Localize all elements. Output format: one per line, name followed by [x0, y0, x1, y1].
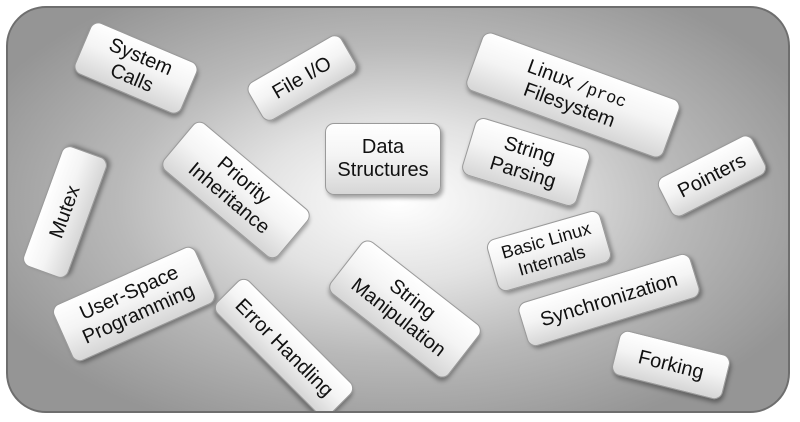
tag-synchronization-label: Synchronization [537, 268, 681, 331]
tag-priority-inheritance: Priority Inheritance [158, 118, 314, 262]
tag-error-handling-label: Error Handling [230, 294, 338, 402]
tag-system-calls-label: System Calls [105, 33, 176, 97]
tag-linux-proc-label: Linux /proc Filesystem [520, 55, 629, 133]
tag-mutex-label: Mutex [44, 182, 85, 242]
tag-forking: Forking [610, 328, 732, 402]
tag-string-manipulation-label: String Manipulation [346, 274, 450, 362]
tag-data-structures-label: Data Structures [337, 136, 429, 181]
tag-file-io: File I/O [244, 31, 360, 125]
tag-forking-label: Forking [636, 345, 707, 384]
tag-string-parsing-label: String Parsing [487, 132, 559, 193]
tag-string-parsing: String Parsing [459, 115, 593, 209]
tag-priority-inheritance-label: Priority Inheritance [183, 152, 275, 239]
tag-string-manipulation: String Manipulation [325, 236, 485, 382]
tag-file-io-label: File I/O [268, 51, 336, 104]
tag-user-space-programming: User-Space Programming [50, 243, 218, 365]
tag-pointers-label: Pointers [674, 149, 750, 203]
tag-data-structures: Data Structures [325, 123, 441, 195]
tag-mutex: Mutex [20, 143, 110, 281]
tag-user-space-programming-label: User-Space Programming [76, 261, 198, 349]
tag-basic-linux-internals-label: Basic Linux Internals [499, 218, 594, 280]
topic-board: System Calls File I/O Linux /proc Filesy… [6, 6, 790, 413]
tag-pointers: Pointers [654, 132, 770, 220]
tag-system-calls: System Calls [71, 19, 201, 117]
